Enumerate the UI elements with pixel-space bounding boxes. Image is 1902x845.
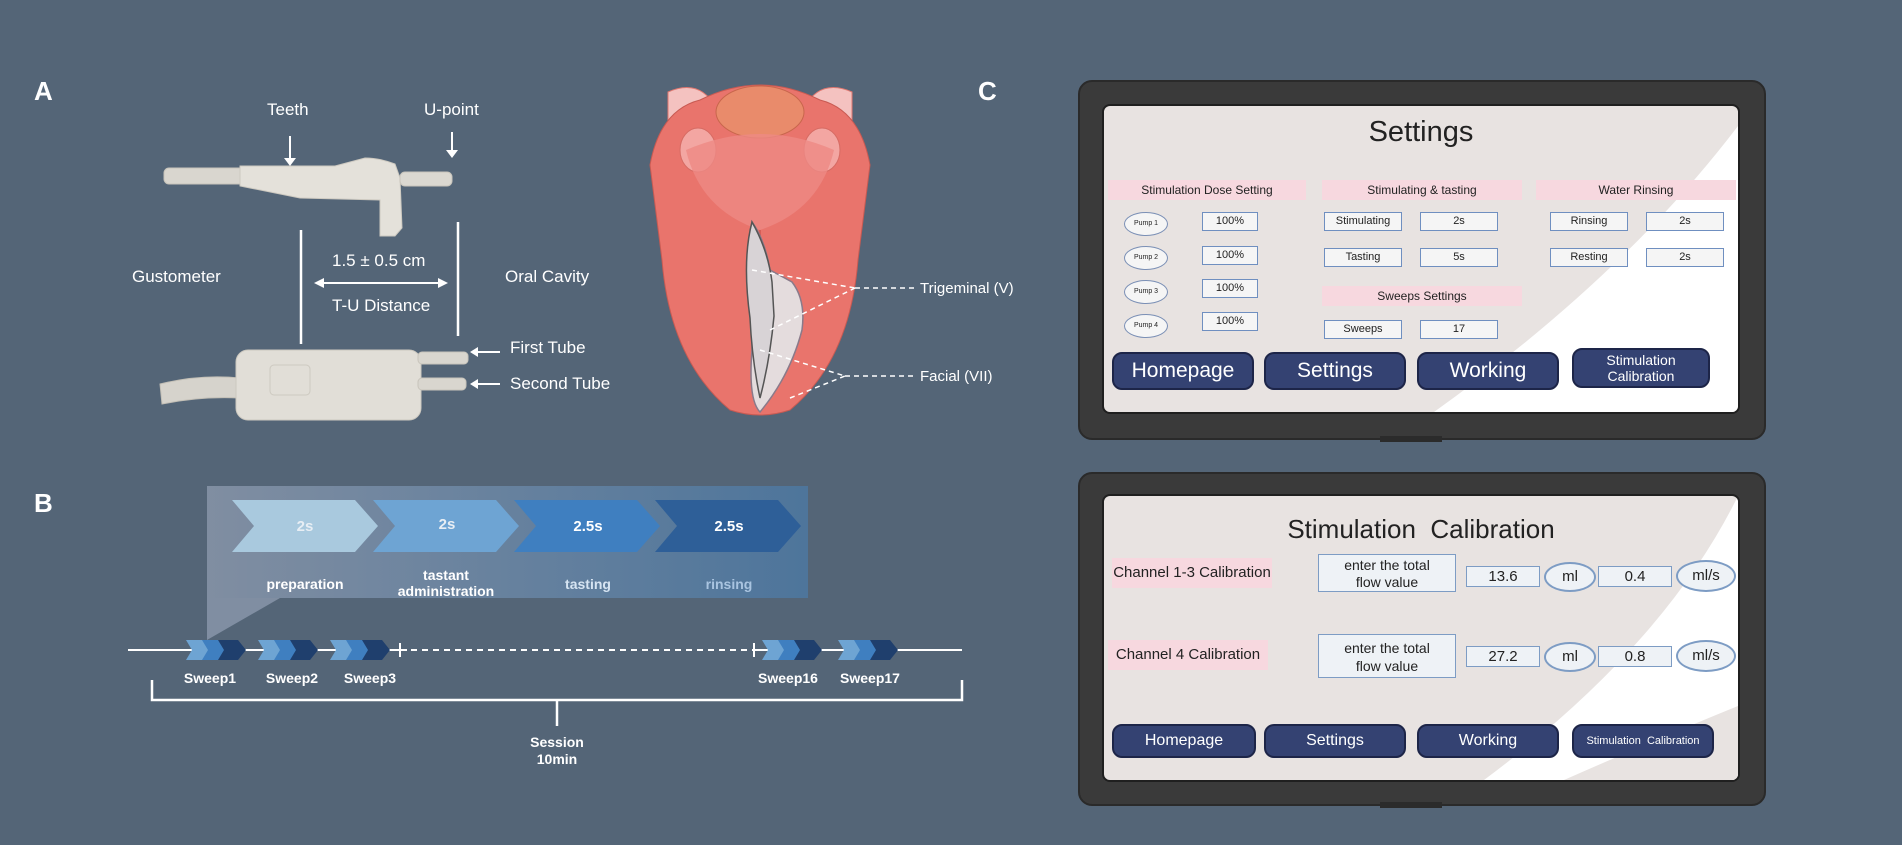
distance-label: 1.5 ± 0.5 cm xyxy=(332,251,426,270)
tasting-label: Tasting xyxy=(1324,248,1402,267)
gustometer-label: Gustometer xyxy=(132,267,221,286)
sweep16-chevrons xyxy=(762,640,822,660)
ch4-prompt-line2: flow value xyxy=(1355,658,1419,674)
sweep2-chevrons xyxy=(258,640,318,660)
sweep-label-2: Sweep2 xyxy=(265,670,319,686)
settings-nav-homepage-button[interactable]: Homepage xyxy=(1112,352,1254,390)
stimulating-label: Stimulating xyxy=(1324,212,1402,231)
sweep-label-17: Sweep17 xyxy=(840,670,900,686)
resting-value[interactable]: 2s xyxy=(1646,248,1724,267)
ch13-prompt: enter the total flow value xyxy=(1318,554,1456,592)
sweep17-chevrons xyxy=(838,640,898,660)
phase-chevron-1 xyxy=(232,500,378,552)
ch13-prompt-line2: flow value xyxy=(1355,574,1419,590)
ch4-rate-input[interactable]: 0.8 xyxy=(1598,646,1672,667)
oral-cavity-label: Oral Cavity xyxy=(505,267,590,286)
gustometer-bottom xyxy=(159,349,469,421)
phase-label-1: preparation xyxy=(266,576,344,592)
phase-label-4: rinsing xyxy=(705,576,753,592)
sweep1-chevrons xyxy=(186,640,246,660)
phase-duration-4: 2.5s xyxy=(714,518,744,535)
first-tube-label: First Tube xyxy=(510,338,586,357)
settings-nav-working-button[interactable]: Working xyxy=(1417,352,1559,390)
phase-chevron-2 xyxy=(373,500,519,552)
settings-screen-swoosh xyxy=(1434,126,1738,412)
sweeps-header: Sweeps Settings xyxy=(1322,286,1522,306)
sweep-label-3: Sweep3 xyxy=(343,670,397,686)
ch13-value-input[interactable]: 13.6 xyxy=(1466,566,1540,587)
stimulating-value[interactable]: 2s xyxy=(1420,212,1498,231)
calibration-nav-homepage-button[interactable]: Homepage xyxy=(1112,724,1256,758)
stim-header: Stimulating & tasting xyxy=(1322,180,1522,200)
phase-duration-3: 2.5s xyxy=(573,518,603,535)
calibration-nav-working-button[interactable]: Working xyxy=(1417,724,1559,758)
settings-title: Settings xyxy=(1368,116,1474,148)
calibration-screen: Stimulation Calibration Channel 1-3 Cali… xyxy=(1102,494,1740,782)
phase-label-3: tasting xyxy=(565,576,611,592)
upoint-label: U-point xyxy=(424,100,479,119)
sweep-label-1: Sweep1 xyxy=(183,670,237,686)
settings-nav-calibration-line2: Calibration xyxy=(1607,368,1675,384)
settings-nav-calibration-button[interactable]: Stimulation Calibration xyxy=(1572,348,1710,388)
pump2-button[interactable]: Pump 2 xyxy=(1124,246,1168,270)
settings-nav-calibration-line1: Stimulation xyxy=(1606,352,1676,368)
pump4-value[interactable]: 100% xyxy=(1202,312,1258,331)
ch13-prompt-line1: enter the total xyxy=(1344,557,1430,573)
pump1-value[interactable]: 100% xyxy=(1202,212,1258,231)
session-label: Session xyxy=(530,734,584,750)
pump3-value[interactable]: 100% xyxy=(1202,279,1258,298)
panel-label-c: C xyxy=(978,76,997,106)
panel-label-a: A xyxy=(34,76,53,106)
settings-screen: Settings Stimulation Dose Setting Stimul… xyxy=(1102,104,1740,414)
panel-label-b: B xyxy=(34,488,53,518)
ch13-unit: ml xyxy=(1544,562,1596,592)
dose-header: Stimulation Dose Setting xyxy=(1108,180,1306,200)
phase-chevron-4 xyxy=(655,500,801,552)
ch4-unit: ml xyxy=(1544,642,1596,672)
ch4-prompt: enter the total flow value xyxy=(1318,634,1456,678)
tongue-illustration xyxy=(649,84,871,416)
water-header: Water Rinsing xyxy=(1536,180,1736,200)
pump2-value[interactable]: 100% xyxy=(1202,246,1258,265)
ch4-value-input[interactable]: 27.2 xyxy=(1466,646,1540,667)
sweeps-label: Sweeps xyxy=(1324,320,1402,339)
sweep3-chevrons xyxy=(330,640,390,660)
ch13-rate-input[interactable]: 0.4 xyxy=(1598,566,1672,587)
calibration-nav-calibration-button[interactable]: Stimulation Calibration xyxy=(1572,724,1714,758)
rinsing-value[interactable]: 2s xyxy=(1646,212,1724,231)
ch13-rate-unit: ml/s xyxy=(1676,560,1736,592)
ch4-prompt-line1: enter the total xyxy=(1344,640,1430,656)
teeth-label: Teeth xyxy=(267,100,309,119)
calibration-device-stand xyxy=(1380,802,1442,808)
pump3-button[interactable]: Pump 3 xyxy=(1124,280,1168,304)
sweep-label-16: Sweep16 xyxy=(758,670,818,686)
phase-duration-2: 2s xyxy=(438,516,456,533)
tu-distance-label: T-U Distance xyxy=(332,296,431,315)
ch13-label: Channel 1-3 Calibration xyxy=(1112,558,1272,588)
pump4-button[interactable]: Pump 4 xyxy=(1124,314,1168,338)
calibration-title: Stimulation Calibration xyxy=(1287,514,1555,544)
session-time-label: 10min xyxy=(536,751,578,767)
phase-chevron-3 xyxy=(514,500,660,552)
settings-device-stand xyxy=(1380,436,1442,442)
trigeminal-label: Trigeminal (V) xyxy=(920,280,1014,297)
pump1-button[interactable]: Pump 1 xyxy=(1124,212,1168,236)
phase-duration-1: 2s xyxy=(296,518,314,535)
gustometer-top xyxy=(163,157,453,237)
tasting-value[interactable]: 5s xyxy=(1420,248,1498,267)
ch4-label: Channel 4 Calibration xyxy=(1108,640,1268,670)
resting-label: Resting xyxy=(1550,248,1628,267)
ch4-rate-unit: ml/s xyxy=(1676,640,1736,672)
facial-label: Facial (VII) xyxy=(920,368,993,385)
calibration-nav-settings-button[interactable]: Settings xyxy=(1264,724,1406,758)
settings-nav-settings-button[interactable]: Settings xyxy=(1264,352,1406,390)
phase-label-2: tastant administration xyxy=(397,567,495,599)
rinsing-label: Rinsing xyxy=(1550,212,1628,231)
sweeps-value[interactable]: 17 xyxy=(1420,320,1498,339)
second-tube-label: Second Tube xyxy=(510,374,611,393)
